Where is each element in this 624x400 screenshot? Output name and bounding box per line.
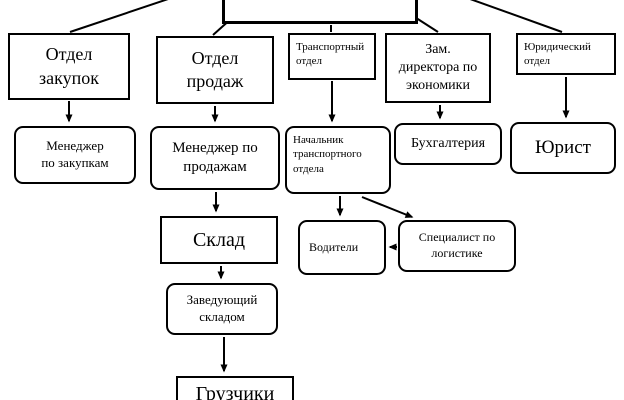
node-spetsialist-po-logistike: Специалист по логистике: [398, 220, 516, 272]
node-voditeli: Водители: [298, 220, 386, 275]
node-sklad: Склад: [160, 216, 278, 264]
node-nachalnik-transportnogo-otdela: Начальник транспортного отдела: [285, 126, 391, 194]
node-zaveduyushchy-skladom: Заведующий складом: [166, 283, 278, 335]
node-zam-direktora: Зам. директора по экономики: [385, 33, 491, 103]
node-otdel-zakupok: Отдел закупок: [8, 33, 130, 100]
node-menedzher-po-zakupkam: Менеджер по закупкам: [14, 126, 136, 184]
edge-director-yuridichesky: [469, 0, 563, 33]
node-menedzher-po-prodazham: Менеджер по продажам: [150, 126, 280, 190]
node-yuridichesky-otdel: Юридический отдел: [516, 33, 616, 75]
node-otdel-prodazh: Отдел продаж: [156, 36, 274, 104]
node-buhgalteriya: Бухгалтерия: [394, 123, 502, 165]
node-director: [222, 0, 418, 24]
node-transportny-otdel: Транспортный отдел: [288, 33, 376, 80]
edge-nachalnik-spetsialist: [361, 196, 414, 218]
node-yurist: Юрист: [510, 122, 616, 174]
edge-director-otdel-zakupok: [69, 0, 169, 33]
node-gruzchiki: Грузчики: [176, 376, 294, 400]
